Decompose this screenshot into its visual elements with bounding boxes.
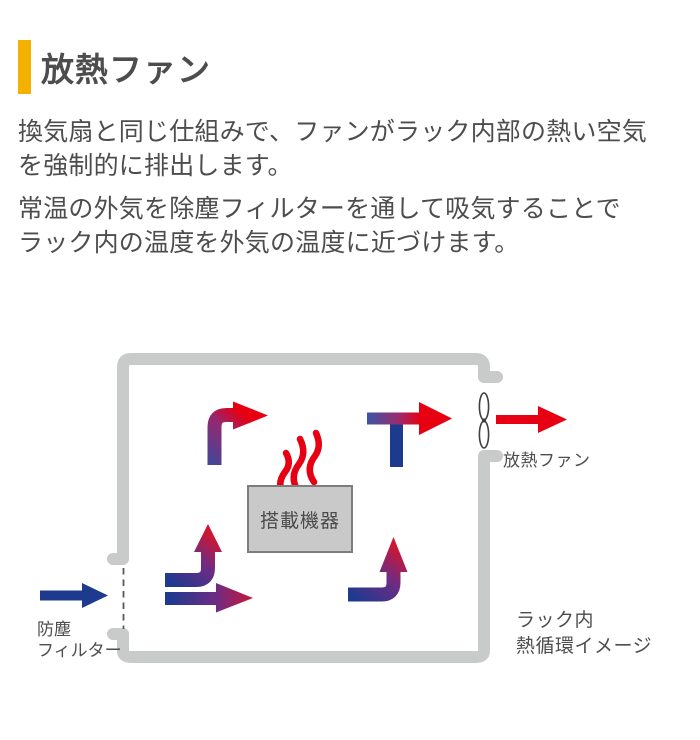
diagram-caption: ラック内 熱循環イメージ <box>516 608 652 660</box>
hot-air-t-arrow-right <box>367 402 452 467</box>
enclosure-wall-lower <box>107 450 503 663</box>
enclosure-wall-upper <box>107 353 503 565</box>
page-title: 放熱ファン <box>41 51 211 88</box>
cool-air-elbow-arrow-right <box>348 537 408 602</box>
caption-line2: 熱循環イメージ <box>516 636 653 657</box>
cool-air-elbow-arrow-left <box>165 524 222 587</box>
fan-icon <box>478 392 490 449</box>
rack-airflow-diagram: 搭載機器 放熱ファン 防塵 フィルター ラック内 熱循環イメージ <box>0 340 700 740</box>
intro-sentence-2: 常温の外気を除塵フィルターを通して吸気することで ラック内の温度を外気の温度に近… <box>18 192 686 260</box>
caption-line1: ラック内 <box>516 610 595 631</box>
filter-label: 防塵 フィルター <box>37 619 122 661</box>
intro-sentence-1: 換気扇と同じ仕組みで、ファンがラック内部の熱い空気 を強制的に排出します。 <box>18 115 686 183</box>
intro-line-1: 換気扇と同じ仕組みで、ファンがラック内部の熱い空気 <box>18 118 648 146</box>
page: { "page": { "background": "#ffffff", "te… <box>0 40 700 740</box>
diagram-canvas <box>40 353 567 663</box>
cool-air-horizontal-arrow <box>165 583 253 613</box>
equipment-box-label: 搭載機器 <box>259 510 340 532</box>
equipment-box: 搭載機器 <box>247 485 353 553</box>
hot-air-elbow-arrow-left <box>207 401 268 465</box>
intro-text: 換気扇と同じ仕組みで、ファンがラック内部の熱い空気 を強制的に排出します。 常温… <box>18 115 686 260</box>
intro-line-2: を強制的に排出します。 <box>18 152 293 180</box>
exhaust-arrow <box>496 406 567 433</box>
accent-bar <box>18 40 31 94</box>
section-header: 放熱ファン <box>18 40 700 94</box>
intro-line-4: ラック内の温度を外気の温度に近づけます。 <box>18 229 520 257</box>
fan-label: 放熱ファン <box>503 451 591 470</box>
filter-label-line1: 防塵 <box>37 620 71 639</box>
intro-line-3: 常温の外気を除塵フィルターを通して吸気することで <box>18 195 621 223</box>
intake-arrow <box>40 583 108 608</box>
filter-label-line2: フィルター <box>37 641 122 660</box>
